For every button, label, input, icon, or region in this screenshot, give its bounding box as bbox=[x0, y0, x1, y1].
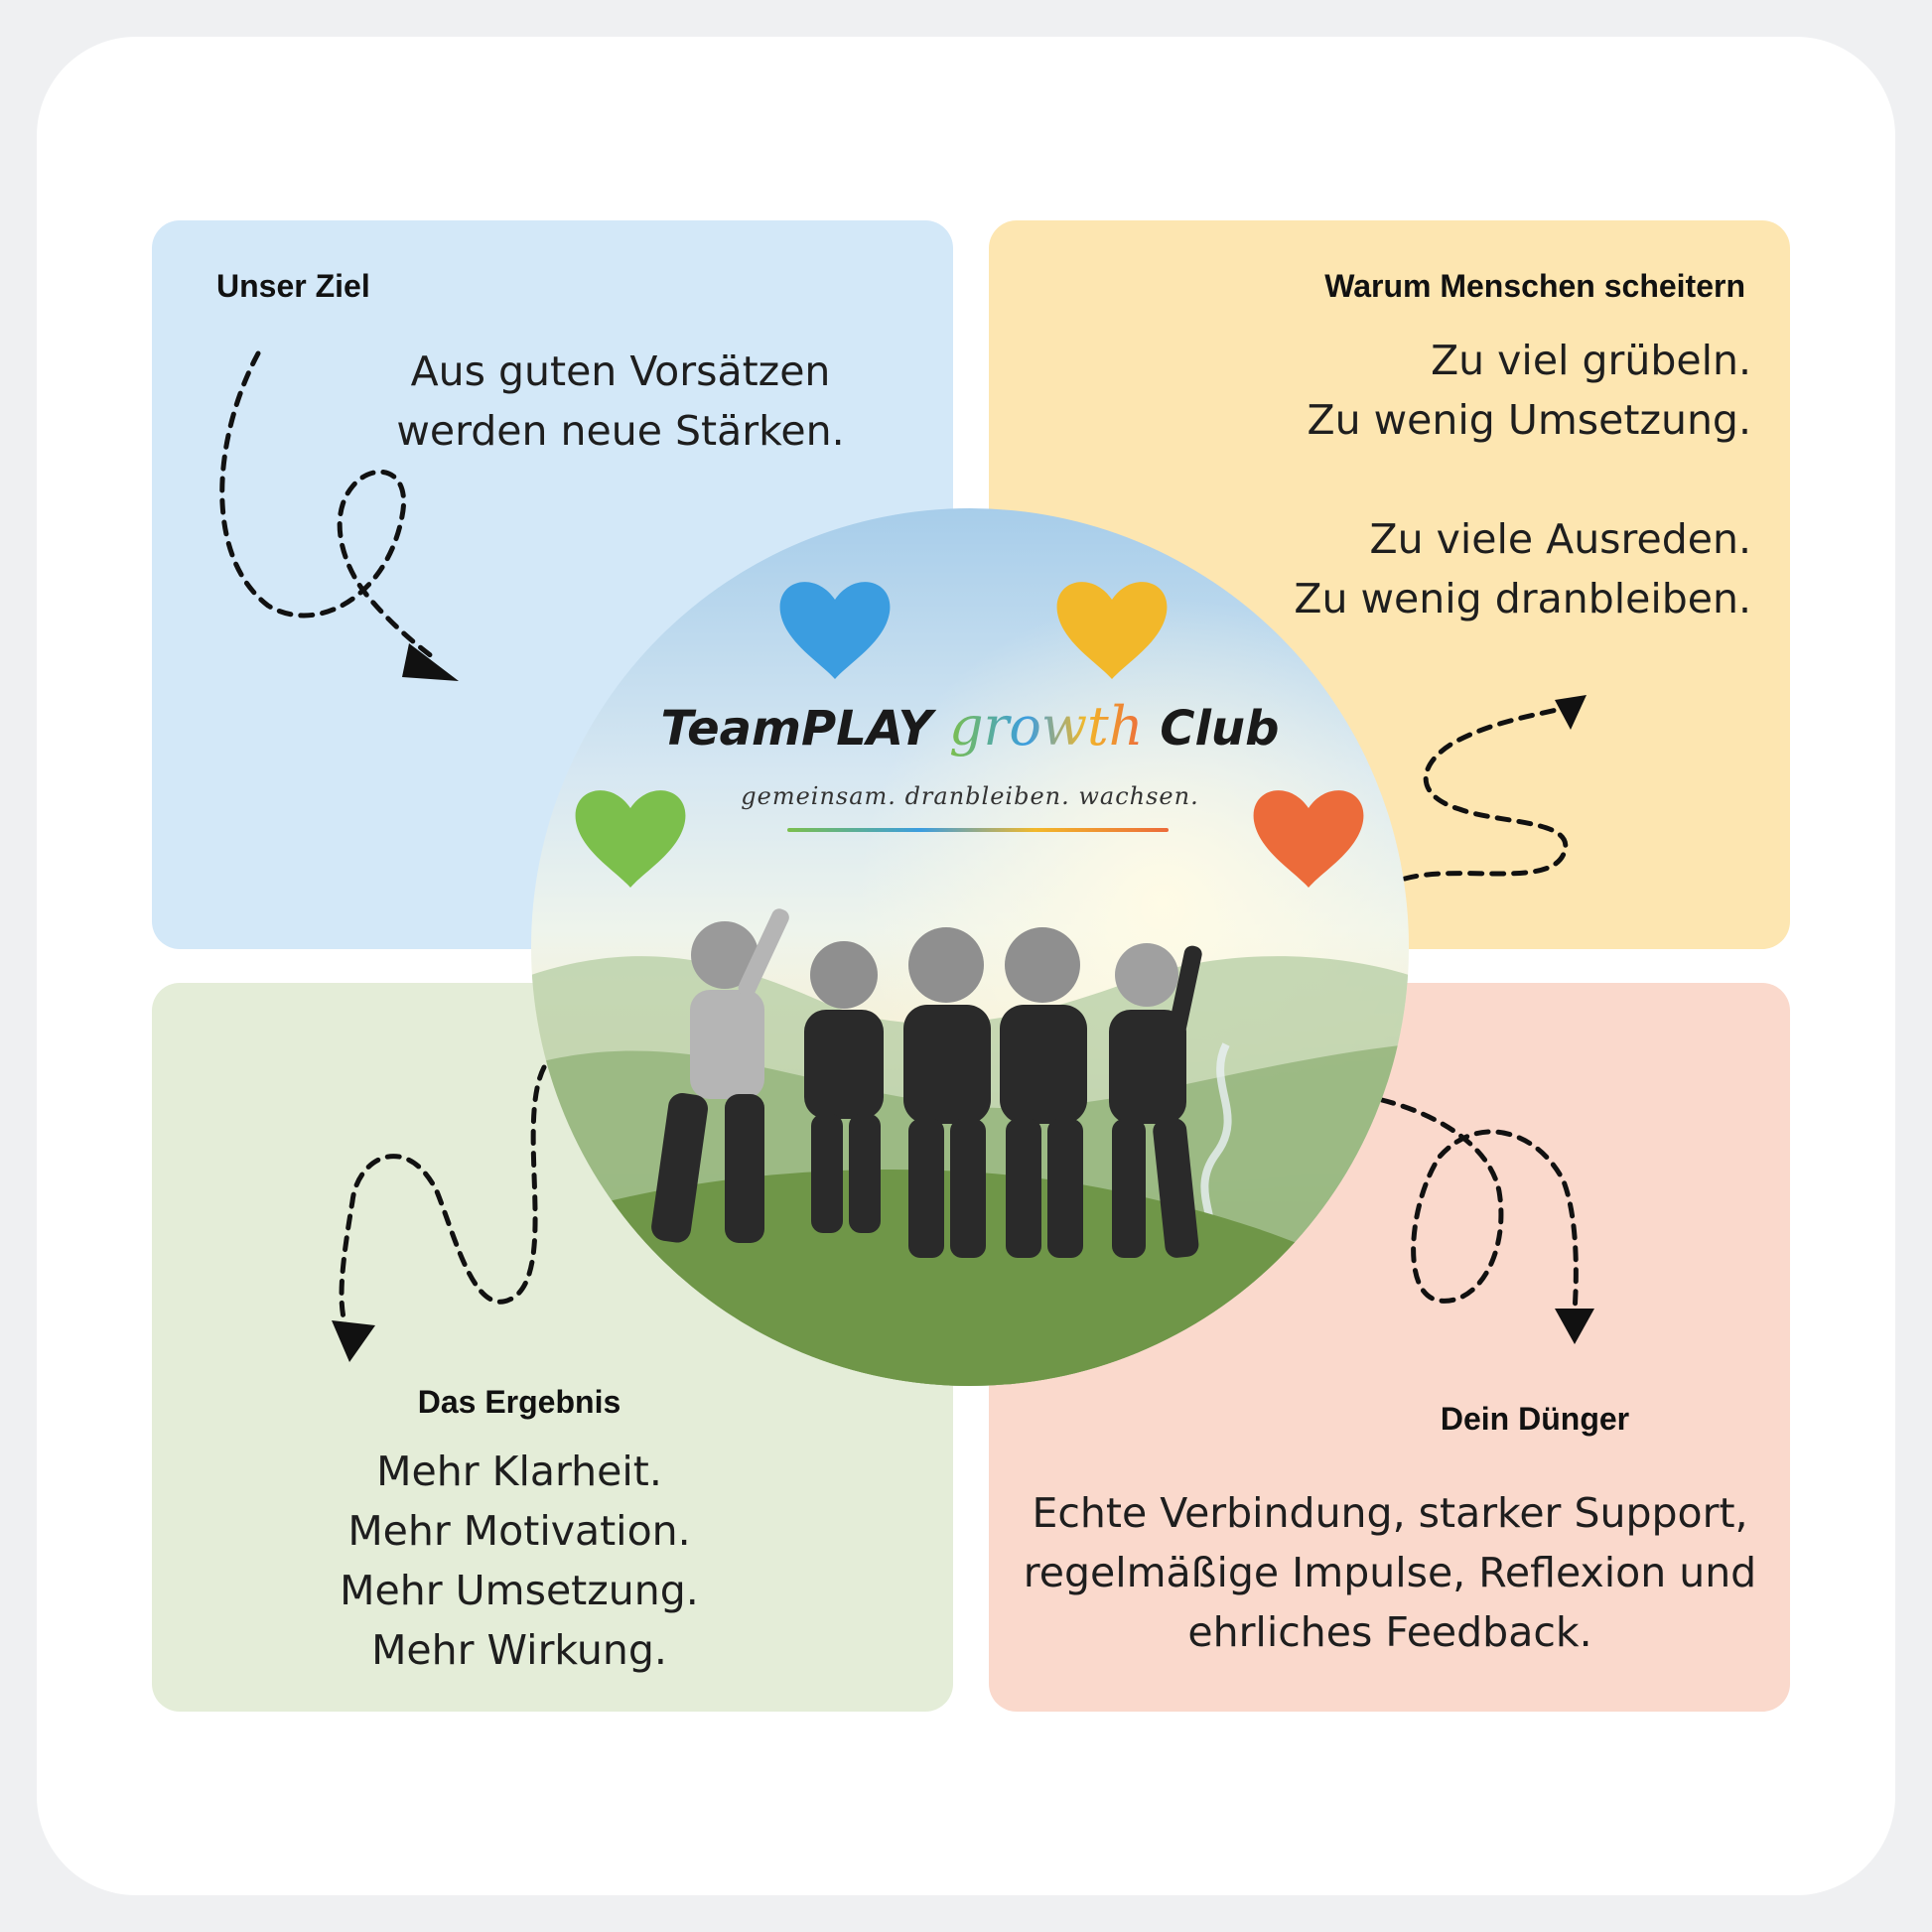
why-line-spacer bbox=[1294, 450, 1751, 509]
logo-illustration bbox=[531, 508, 1409, 1386]
result-line: Mehr Wirkung. bbox=[371, 1626, 667, 1674]
result-line: Mehr Klarheit. bbox=[376, 1448, 662, 1495]
heart-icon bbox=[575, 790, 686, 888]
goal-line: werden neue Stärken. bbox=[396, 407, 845, 455]
goal-line: Aus guten Vorsätzen bbox=[410, 347, 831, 395]
why-line: Zu viel grübeln. bbox=[1431, 337, 1751, 384]
heart-icon bbox=[779, 582, 891, 679]
result-line: Mehr Umsetzung. bbox=[340, 1567, 699, 1614]
why-heading: Warum Menschen scheitern bbox=[1324, 268, 1745, 304]
logo-name-suffix: Club bbox=[1160, 701, 1280, 757]
person-figure bbox=[1000, 927, 1087, 1258]
why-line: Zu viele Ausreden. bbox=[1369, 515, 1751, 563]
goal-text: Aus guten Vorsätzen werden neue Stärken. bbox=[357, 342, 884, 461]
fertilizer-heading: Dein Dünger bbox=[1440, 1401, 1630, 1437]
people-group bbox=[651, 908, 1202, 1258]
person-figure bbox=[804, 941, 884, 1233]
heart-icon bbox=[1253, 790, 1364, 888]
person-figure bbox=[1109, 943, 1202, 1258]
goal-heading: Unser Ziel bbox=[216, 268, 370, 304]
logo-name-prefix: TeamPLAY bbox=[660, 701, 933, 757]
person-figure bbox=[903, 927, 991, 1258]
fertilizer-text: Echte Verbindung, starker Support, regel… bbox=[1023, 1489, 1757, 1656]
logo-badge: TeamPLAY growth Club gemeinsam. dranblei… bbox=[531, 508, 1409, 1386]
result-heading: Das Ergebnis bbox=[417, 1384, 621, 1420]
why-line: Zu wenig Umsetzung. bbox=[1307, 396, 1751, 444]
logo-title: TeamPLAY growth Club bbox=[531, 695, 1409, 758]
person-figure bbox=[651, 908, 789, 1243]
heart-icon bbox=[1056, 582, 1168, 679]
result-line: Mehr Motivation. bbox=[347, 1507, 691, 1555]
tagline-underline bbox=[787, 828, 1169, 832]
result-text: Mehr Klarheit. Mehr Motivation. Mehr Ums… bbox=[271, 1442, 767, 1680]
logo-name-highlight: growth bbox=[948, 695, 1144, 758]
logo-tagline: gemeinsam. dranbleiben. wachsen. bbox=[741, 782, 1199, 810]
